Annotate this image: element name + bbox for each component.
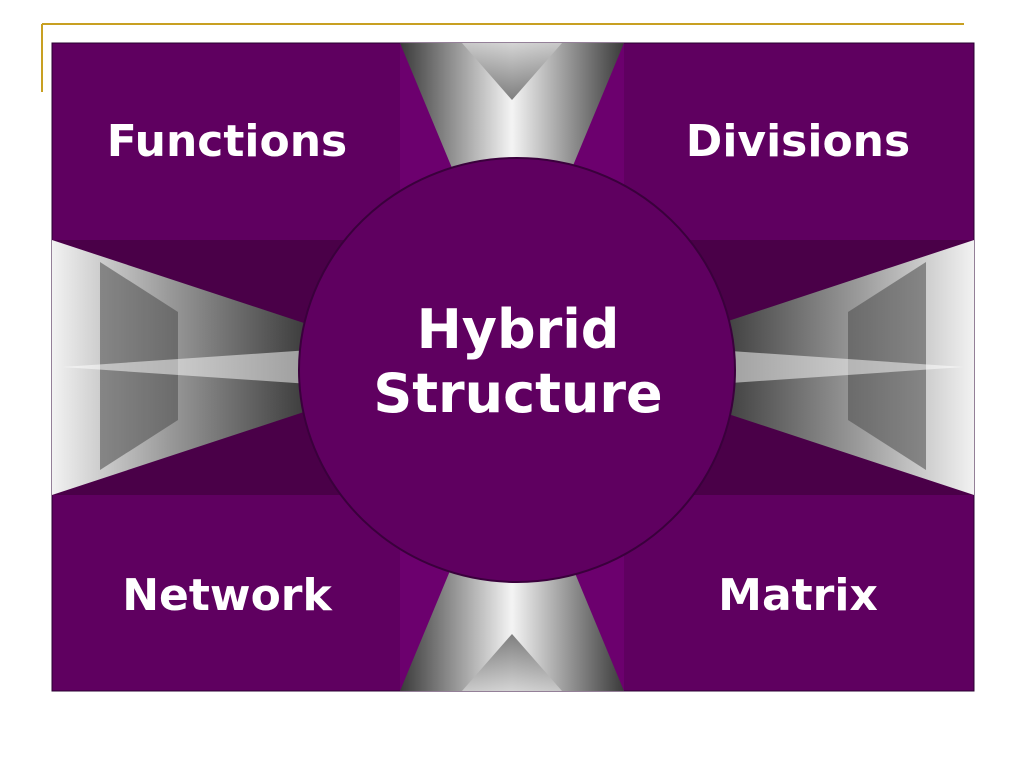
center-circle [298, 157, 736, 583]
center-title-line1: Hybrid [416, 298, 620, 361]
top-arrow-inner [462, 43, 562, 100]
quadrant-label-divisions: Divisions [685, 116, 911, 167]
left-arrow-highlight [62, 350, 310, 384]
bottom-arrow [400, 566, 624, 691]
right-arrow-highlight [716, 350, 964, 384]
center-title-line2: Structure [373, 362, 663, 425]
quadrant-label-functions: Functions [106, 116, 348, 167]
center-title: Hybrid Structure [300, 298, 736, 426]
quadrant-label-network: Network [122, 570, 332, 621]
quadrant-label-matrix: Matrix [718, 570, 878, 621]
top-arrow [400, 43, 624, 168]
bottom-arrow-inner [462, 634, 562, 691]
